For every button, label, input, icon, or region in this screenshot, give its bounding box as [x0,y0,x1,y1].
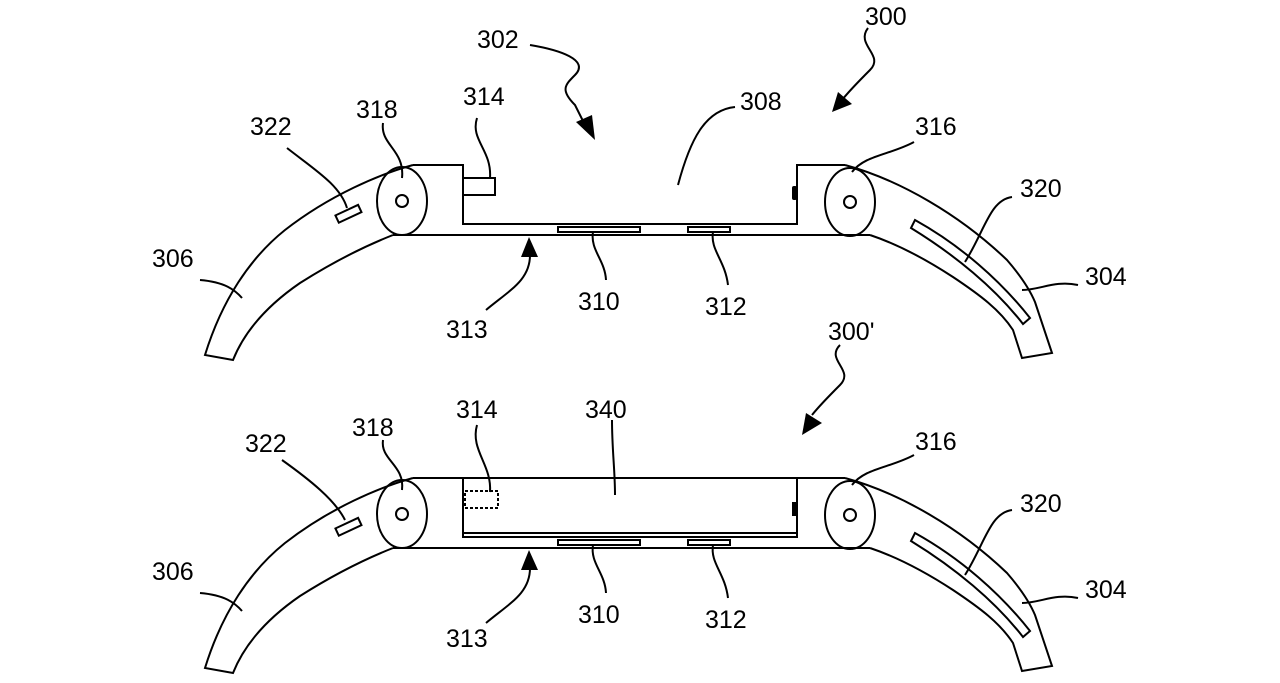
label-310: 310 [578,288,620,316]
label-313: 313 [446,316,488,344]
label-316: 316 [915,113,957,141]
label-304: 304 [1085,263,1127,291]
figure-300-prime: 300' 314 340 318 322 316 320 306 304 313… [152,318,1127,674]
component-314-hidden [464,490,499,509]
label-313: 313 [446,625,488,653]
button-bump [792,186,797,200]
label-314: 314 [456,396,498,424]
label-306: 306 [152,558,194,586]
label-318: 318 [356,96,398,124]
label-316: 316 [915,428,957,456]
housing-302 [413,164,845,225]
label-314: 314 [463,83,505,111]
label-320: 320 [1020,175,1062,203]
label-340: 340 [585,396,627,424]
label-300-prime: 300' [828,318,874,346]
component-314 [462,177,496,196]
label-322: 322 [250,113,292,141]
label-304: 304 [1085,576,1127,604]
button-bump [792,502,796,516]
label-302: 302 [477,26,519,54]
label-318: 318 [352,414,394,442]
label-310: 310 [578,601,620,629]
label-312: 312 [705,606,747,634]
label-320: 320 [1020,490,1062,518]
label-300: 300 [865,3,907,31]
label-312: 312 [705,293,747,321]
module-340 [462,477,798,538]
label-322: 322 [245,430,287,458]
figure-300: 300 302 308 314 318 322 316 320 306 304 … [152,3,1127,361]
label-306: 306 [152,245,194,273]
label-308: 308 [740,88,782,116]
